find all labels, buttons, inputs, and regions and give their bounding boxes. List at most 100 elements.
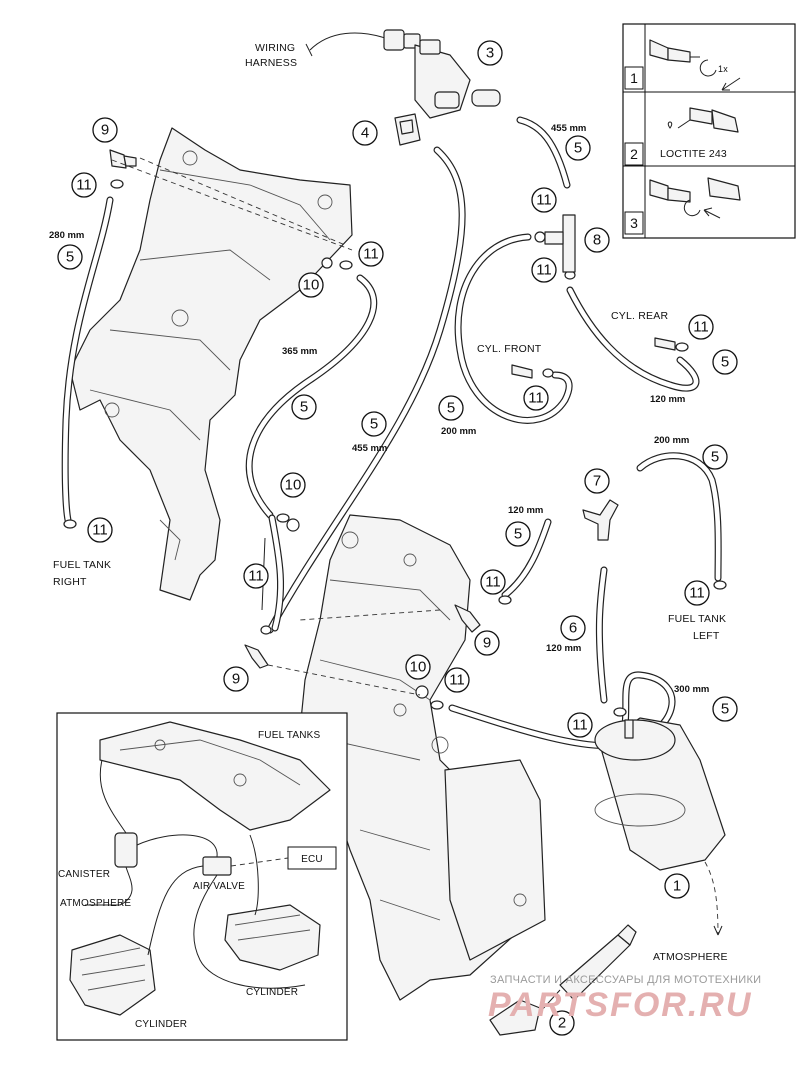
svg-text:11: 11 [363,246,379,263]
svg-text:11: 11 [536,262,552,279]
cyl-front-label: CYL. FRONT [477,343,542,355]
callout-7: 7 [584,468,610,494]
callout-11-fuel-left: 11 [684,580,710,606]
wiring-harness-label-line2: HARNESS [245,57,297,69]
measure-455-mid: 455 mm [352,443,387,454]
fuel-tank-left-label-2: LEFT [693,630,720,642]
svg-text:8: 8 [593,232,601,249]
step-3-number: 3 [630,215,638,231]
callout-5-455-mid: 5 [361,411,387,437]
svg-text:5: 5 [574,140,582,157]
svg-text:11: 11 [92,522,108,539]
svg-text:2: 2 [558,1015,566,1032]
loctite-label: LOCTITE 243 [660,148,727,160]
svg-text:11: 11 [485,574,501,591]
measure-200-front: 200 mm [441,426,476,437]
svg-text:9: 9 [232,671,240,688]
callout-11-top-left: 11 [71,172,97,198]
air-valve-part-3: WIRING HARNESS [245,29,501,119]
watermark-top-text: ЗАПЧАСТИ И АКСЕССУАРЫ ДЛЯ МОТОТЕХНИКИ [490,974,761,986]
measure-120-rear: 120 mm [650,394,685,405]
filter-part-2 [489,924,637,1036]
schematic-atmosphere-label: ATMOSPHERE [60,898,131,909]
svg-text:9: 9 [483,635,491,652]
svg-text:1: 1 [673,878,681,895]
callout-3: 3 [477,40,503,66]
measure-280: 280 mm [49,230,84,241]
callout-5-200-front: 5 [438,395,464,421]
schematic-air-valve-label: AIR VALVE [193,881,245,892]
text-labels: FUEL TANK RIGHT FUEL TANK LEFT CYL. FRON… [53,310,728,963]
watermark-logo-text: PARTSFOR.RU [488,986,752,1024]
svg-text:10: 10 [303,277,320,294]
svg-text:5: 5 [721,354,729,371]
svg-text:7: 7 [593,473,601,490]
svg-text:5: 5 [721,701,729,718]
svg-text:10: 10 [410,659,427,676]
callout-5-300: 5 [712,696,738,722]
svg-text:5: 5 [447,400,455,417]
svg-text:5: 5 [300,399,308,416]
callout-11-mid: 11 [480,569,506,595]
schematic-cylinder-lower-label: CYLINDER [135,1019,187,1030]
schematic-ecu-label: ECU [301,854,323,865]
callout-5-120-mid: 5 [505,521,531,547]
callout-6: 6 [560,615,586,641]
callout-11-cyl-front: 11 [523,385,549,411]
cyl-rear-label: CYL. REAR [611,310,668,322]
svg-text:11: 11 [572,717,588,734]
callout-5-280: 5 [57,244,83,270]
callout-11-cyl-rear: 11 [688,314,714,340]
step-1-number: 1 [630,70,638,86]
callout-11-mid-left: 11 [243,563,269,589]
svg-text:11: 11 [248,568,264,585]
schematic-inset: FUEL TANKS ECU CANISTER ATMOSPHERE AIR V… [56,712,348,1041]
svg-text:5: 5 [711,449,719,466]
callout-2: 2 [549,1010,575,1036]
svg-text:11: 11 [693,319,709,336]
svg-text:6: 6 [569,620,577,637]
callouts: 3 4 9 11 5 5 11 8 11 11 10 11 5 11 5 5 5… [57,40,738,1036]
svg-text:10: 10 [285,477,302,494]
hoses [61,116,722,750]
callout-4: 4 [352,120,378,146]
connectors-7-8 [544,214,619,541]
svg-text:11: 11 [449,672,465,689]
clamps [63,179,727,717]
callout-11-t-lower: 11 [531,257,557,283]
svg-text:11: 11 [528,390,544,407]
measure-200-left: 200 mm [654,435,689,446]
schematic-cylinder-upper-label: CYLINDER [246,987,298,998]
callout-10-lower: 10 [405,654,431,680]
callout-11-t-upper: 11 [531,187,557,213]
callout-8: 8 [584,227,610,253]
step-2-number: 2 [630,146,638,162]
callout-5-cyl-rear: 5 [712,349,738,375]
svg-text:4: 4 [361,125,369,142]
callout-5-365: 5 [291,394,317,420]
measure-365: 365 mm [282,346,317,357]
svg-text:11: 11 [76,177,92,194]
svg-text:3: 3 [486,45,494,62]
measure-455-top: 455 mm [551,123,586,134]
wiring-harness-label-line1: WIRING [255,42,295,54]
measure-120-mid: 120 mm [508,505,543,516]
step-1-once-label: 1x [718,64,728,74]
svg-text:5: 5 [66,249,74,266]
cyl-nozzles [511,337,676,379]
svg-text:5: 5 [370,416,378,433]
fuel-tank-right-drawing [69,127,353,601]
schematic-fuel-tanks-label: FUEL TANKS [258,730,321,741]
svg-text:11: 11 [536,192,552,209]
callout-9-top: 9 [92,117,118,143]
atmosphere-label: ATMOSPHERE [653,951,728,963]
callout-10-mid: 10 [280,472,306,498]
measure-300: 300 mm [674,684,709,695]
canister-part-1 [594,717,726,936]
measurement-labels: 455 mm 280 mm 365 mm 455 mm 200 mm 120 m… [49,123,709,695]
callout-11-lower: 11 [444,667,470,693]
fuel-tank-right-label-1: FUEL TANK [53,559,111,571]
svg-text:5: 5 [514,526,522,543]
callout-9-mid: 9 [474,630,500,656]
callout-10-top: 10 [298,272,324,298]
